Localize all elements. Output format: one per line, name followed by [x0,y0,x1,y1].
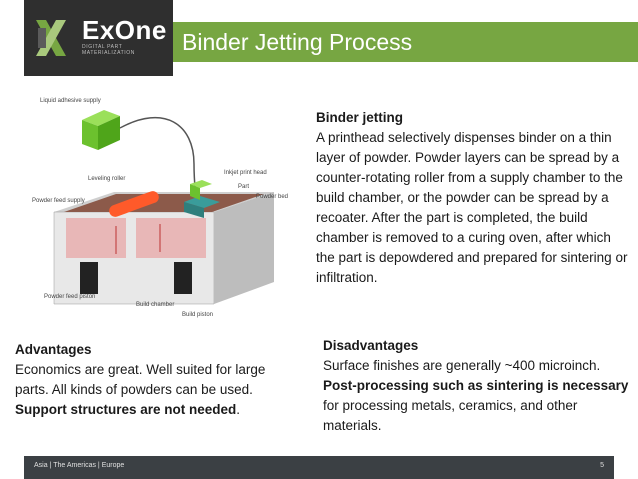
disadvantages-text2: for processing metals, ceramics, and oth… [323,398,578,433]
powder-feed-chamber [66,218,126,258]
diagram-label-build-chamber: Build chamber [136,302,174,308]
inkjet-print-head [190,180,212,188]
diagram-label-part: Part [238,184,249,190]
advantages-text: Economics are great. Well suited for lar… [15,360,300,420]
title-bar [173,22,638,62]
footer-bar: Asia | The Americas | Europe 5 [24,456,614,479]
disadvantages-bold: Post-processing such as sintering is nec… [323,378,629,393]
advantages-heading: Advantages [15,342,92,357]
logo-text: ExOne [82,15,167,45]
binder-jetting-text: A printhead selectively dispenses binder… [316,130,628,285]
advantages-suffix: . [236,402,241,417]
disadvantages-section: Disadvantages Surface finishes are gener… [323,336,633,436]
build-piston [174,262,192,294]
page-title: Binder Jetting Process [182,29,413,55]
disadvantages-line1: Surface finishes are generally ~400 micr… [323,358,601,373]
logo-subtext: DIGITAL PART MATERIALIZATION [82,44,135,56]
diagram-label-inkjet-print-head: Inkjet print head [224,170,267,176]
page-number: 5 [600,462,604,469]
binder-jetting-section: Binder jetting A printhead selectively d… [316,108,628,288]
advantages-bold: Support structures are not needed [15,402,237,417]
advantages-section: Advantages Economics are great. Well sui… [15,340,300,420]
diagram-label-powder-bed: Powder bed [256,194,288,200]
diagram-label-build-piston: Build piston [182,312,213,318]
diagram-label-liquid-adhesive-supply: Liquid adhesive supply [40,98,101,104]
diagram-label-powder-feed-supply: Powder feed supply [32,198,85,204]
supply-tube [119,117,197,203]
exone-logo: ExOne DIGITAL PART MATERIALIZATION [24,0,173,76]
diagram-label-powder-feed-piston: Powder feed piston [44,294,95,300]
footer-regions: Asia | The Americas | Europe [34,462,125,469]
part-block [184,196,220,208]
build-chamber-powder [136,218,206,258]
diagram-label-leveling-roller: Leveling roller [88,176,125,182]
disadvantages-heading: Disadvantages [323,338,419,353]
adhesive-supply-box [82,110,120,126]
advantages-plain: Economics are great. Well suited for lar… [15,362,266,397]
powder-feed-piston [80,262,98,294]
exone-x-icon [36,20,66,56]
binder-jetting-diagram: Liquid adhesive supply Leveling roller I… [32,98,288,318]
leveling-roller [109,191,159,217]
binder-jetting-heading: Binder jetting [316,110,403,125]
